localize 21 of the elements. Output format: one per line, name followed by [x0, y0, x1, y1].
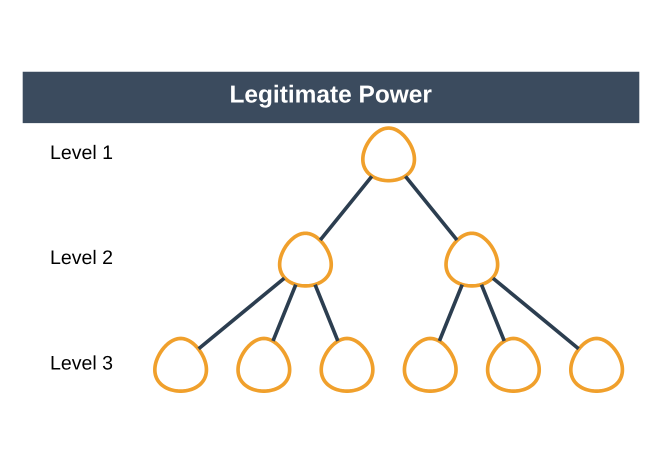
connector: [404, 175, 458, 242]
connector: [438, 284, 464, 342]
node-person: [319, 336, 375, 393]
node-person: [444, 231, 500, 288]
diagram-title: Legitimate Power: [229, 81, 432, 108]
connector: [271, 284, 298, 342]
node-person: [402, 336, 458, 393]
node-person: [361, 126, 416, 183]
label: Level 3: [50, 352, 114, 374]
connector: [492, 276, 580, 350]
connector: [313, 284, 340, 342]
node-person: [486, 336, 542, 393]
label: Level 1: [50, 142, 114, 164]
connector: [198, 276, 286, 350]
node-person: [236, 336, 292, 393]
connector: [480, 284, 506, 342]
node-person: [568, 336, 624, 393]
node-person: [153, 336, 208, 393]
node-person: [278, 231, 334, 288]
label: Level 2: [50, 247, 114, 270]
connector: [318, 175, 374, 242]
